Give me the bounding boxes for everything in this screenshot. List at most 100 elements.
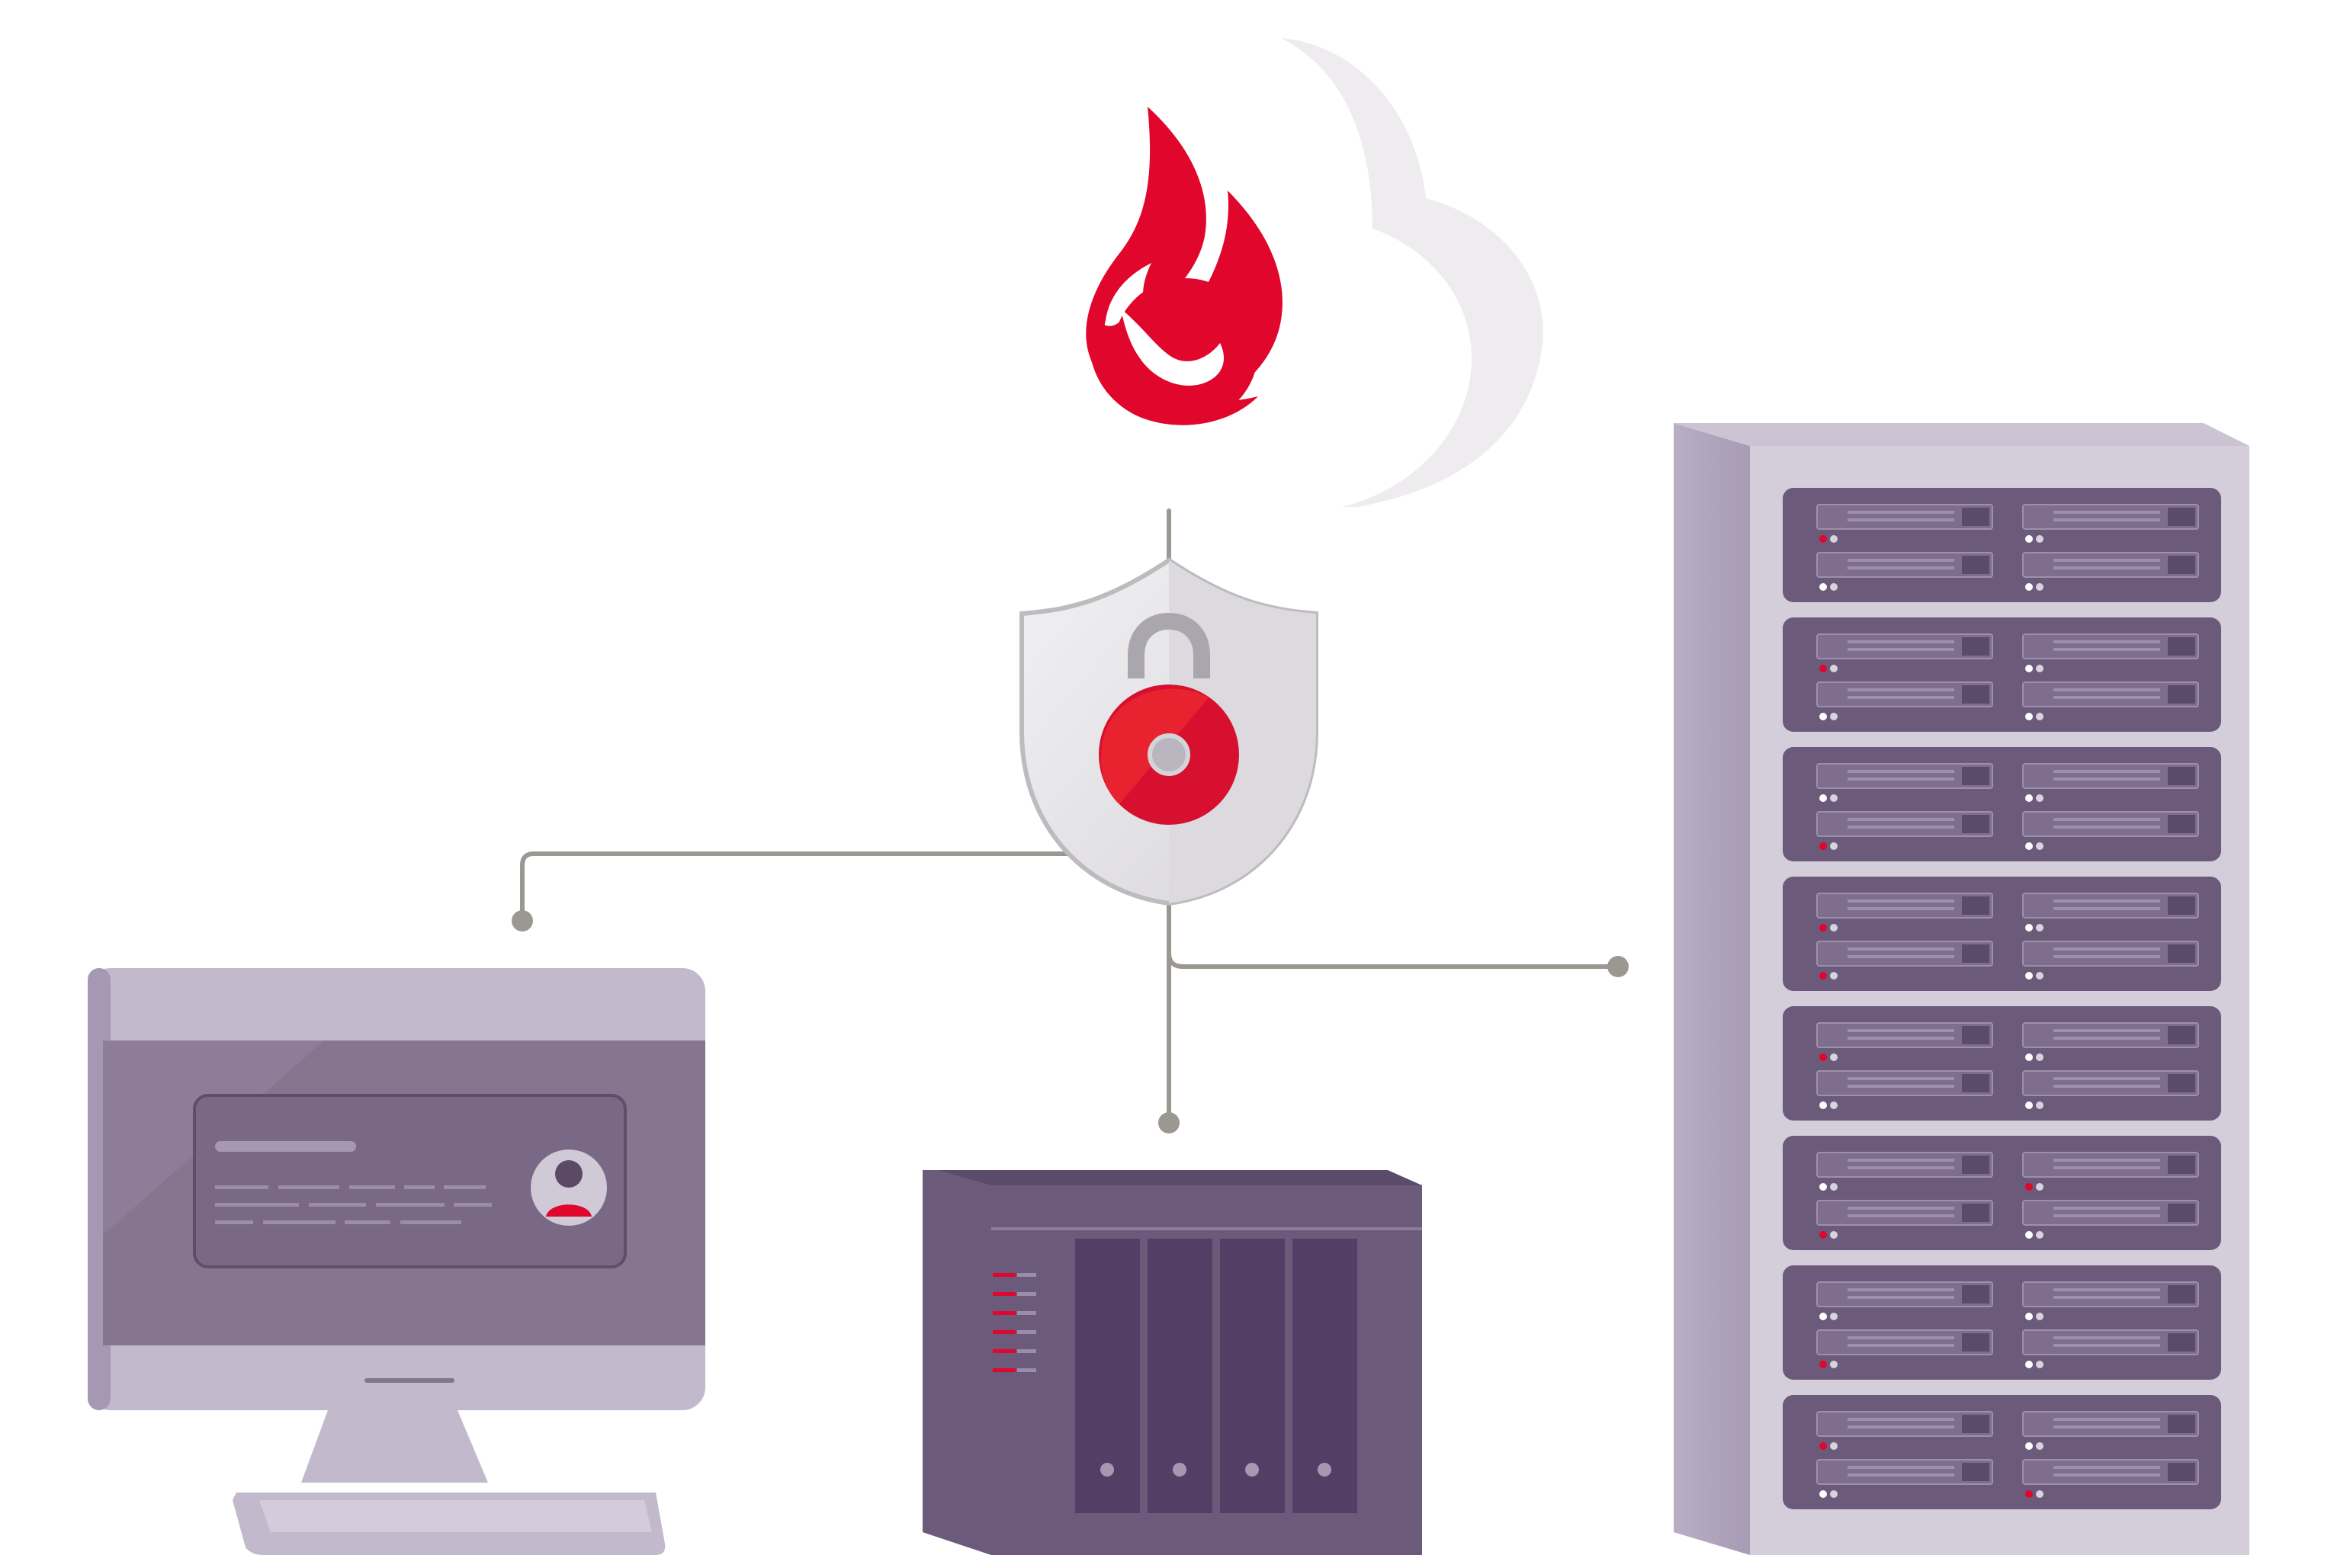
- status-led: [1830, 1361, 1838, 1368]
- status-led: [2025, 1231, 2033, 1239]
- drive-slot: [2022, 1070, 2199, 1096]
- status-led: [2025, 665, 2033, 672]
- rack-unit: [1783, 1136, 2221, 1250]
- status-led: [1819, 842, 1827, 850]
- drive-slot: [2022, 1022, 2199, 1048]
- endpoint-nas: [1158, 1112, 1180, 1134]
- status-led: [2036, 972, 2043, 980]
- server-rack-icon: [1674, 423, 2249, 1555]
- status-led: [2036, 924, 2043, 932]
- status-led: [1819, 1313, 1827, 1320]
- drive-slot: [1816, 1200, 1993, 1226]
- status-led: [2025, 535, 2033, 543]
- drive-slot: [1816, 893, 1993, 919]
- status-led: [1830, 1442, 1838, 1450]
- status-led: [2036, 665, 2043, 672]
- status-led: [2036, 842, 2043, 850]
- drive-slot: [1816, 552, 1993, 578]
- status-led: [1819, 1490, 1827, 1498]
- status-led: [2036, 1442, 2043, 1450]
- cloud-icon: [1281, 38, 1543, 507]
- status-led: [2025, 972, 2033, 980]
- connectors: [520, 508, 1619, 1123]
- status-led: [2036, 1183, 2043, 1191]
- drive-slot: [2022, 1200, 2199, 1226]
- nas-status-leds: [993, 1273, 1036, 1372]
- drive-slot: [1816, 1281, 1993, 1307]
- status-led: [1819, 665, 1827, 672]
- drive-slot: [2022, 811, 2199, 837]
- rack-unit: [1783, 1006, 2221, 1121]
- status-led: [1830, 1231, 1838, 1239]
- status-led: [2036, 713, 2043, 720]
- drive-slot: [2022, 1459, 2199, 1485]
- drive-slot: [1816, 1459, 1993, 1485]
- status-led: [2025, 1183, 2033, 1191]
- drive-slot: [1816, 633, 1993, 659]
- status-led: [2036, 1313, 2043, 1320]
- status-led: [1830, 794, 1838, 802]
- drive-slot: [2022, 1281, 2199, 1307]
- rack-unit: [1783, 488, 2221, 602]
- status-led: [1830, 1313, 1838, 1320]
- user-avatar-icon: [531, 1150, 607, 1226]
- status-led: [2025, 1053, 2033, 1061]
- drive-slot: [2022, 504, 2199, 530]
- connector-shield-computer: [520, 851, 1077, 921]
- status-led: [2036, 1231, 2043, 1239]
- status-led: [1819, 1101, 1827, 1109]
- drive-slot: [1816, 1022, 1993, 1048]
- status-led: [1819, 1183, 1827, 1191]
- status-led: [2036, 1053, 2043, 1061]
- rack-unit: [1783, 747, 2221, 861]
- status-led: [1830, 713, 1838, 720]
- status-led: [2036, 535, 2043, 543]
- status-led: [1830, 1053, 1838, 1061]
- status-led: [2036, 583, 2043, 591]
- drive-slot: [1816, 811, 1993, 837]
- flame-logo-icon: [1086, 107, 1283, 425]
- status-led: [2025, 1313, 2033, 1320]
- connector-shield-rack: [1167, 951, 1619, 969]
- status-led: [1819, 1231, 1827, 1239]
- drive-slot: [2022, 681, 2199, 707]
- status-led: [1830, 1490, 1838, 1498]
- rack-front: [1750, 446, 2249, 1555]
- rack-unit: [1783, 617, 2221, 732]
- status-led: [2025, 583, 2033, 591]
- drive-slot: [1816, 1070, 1993, 1096]
- status-led: [1819, 972, 1827, 980]
- rack-unit: [1783, 877, 2221, 991]
- endpoint-rack: [1607, 956, 1629, 977]
- status-led: [1819, 1053, 1827, 1061]
- connector-endpoints: [512, 910, 1629, 1134]
- status-led: [1830, 665, 1838, 672]
- status-led: [2025, 1442, 2033, 1450]
- drive-slot: [2022, 893, 2199, 919]
- status-led: [2025, 924, 2033, 932]
- status-led: [2036, 794, 2043, 802]
- status-led: [2025, 794, 2033, 802]
- rack-unit: [1783, 1395, 2221, 1509]
- status-led: [2036, 1101, 2043, 1109]
- drive-slot: [2022, 1152, 2199, 1178]
- drive-slot: [2022, 633, 2199, 659]
- status-led: [1830, 972, 1838, 980]
- status-led: [1819, 924, 1827, 932]
- status-led: [1830, 1101, 1838, 1109]
- drive-slot: [1816, 681, 1993, 707]
- status-led: [1819, 535, 1827, 543]
- status-led: [1830, 842, 1838, 850]
- nas-storage-icon: [923, 1170, 1422, 1555]
- drive-slot: [2022, 763, 2199, 789]
- status-led: [2025, 1490, 2033, 1498]
- drive-slot: [2022, 1329, 2199, 1355]
- desktop-computer-icon: [88, 968, 705, 1555]
- status-led: [1830, 535, 1838, 543]
- status-led: [1830, 924, 1838, 932]
- status-led: [1819, 794, 1827, 802]
- status-led: [1830, 583, 1838, 591]
- nas-drive-bays: [1075, 1239, 1357, 1513]
- shield-lock-icon: [1019, 557, 1318, 906]
